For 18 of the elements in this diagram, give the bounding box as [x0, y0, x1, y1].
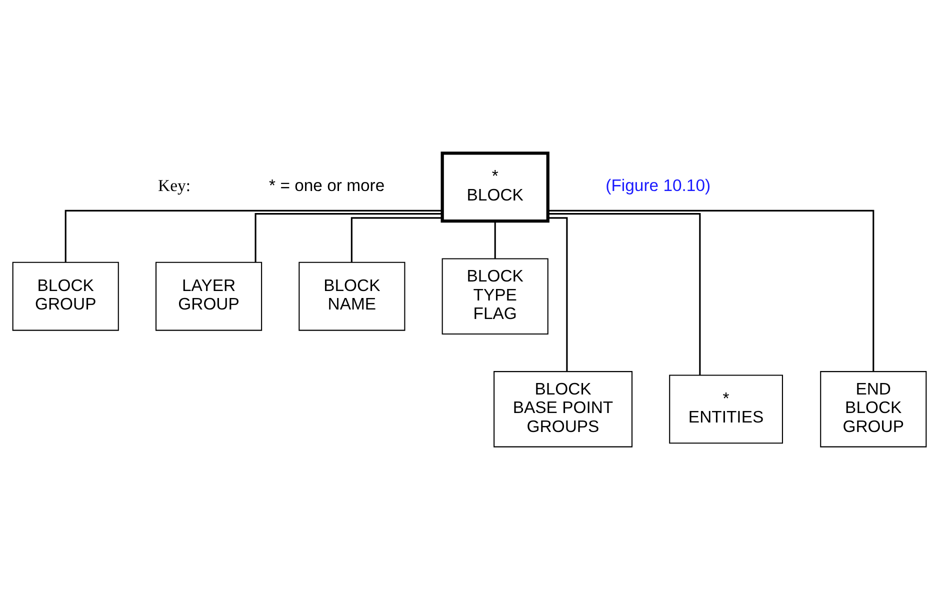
connector: [548, 217, 568, 372]
connector: [64, 210, 442, 262]
node-box: BLOCK TYPE FLAG: [442, 258, 548, 334]
node-box: BLOCK BASE POINT GROUPS: [494, 371, 633, 448]
node-box: * ENTITIES: [669, 374, 783, 444]
label: * = one or more: [269, 176, 385, 196]
label: Key:: [158, 176, 191, 196]
node-label: (Figure 10.10): [606, 176, 711, 196]
node-box: BLOCK NAME: [298, 262, 406, 331]
connector: [548, 210, 874, 372]
node-box: * BLOCK: [440, 152, 550, 223]
node-box: LAYER GROUP: [155, 262, 262, 331]
connector: [548, 213, 701, 376]
connector: [494, 221, 496, 258]
connector: [350, 217, 442, 262]
connector: [254, 213, 442, 262]
node-box: BLOCK GROUP: [12, 262, 119, 331]
node-box: END BLOCK GROUP: [820, 371, 927, 448]
